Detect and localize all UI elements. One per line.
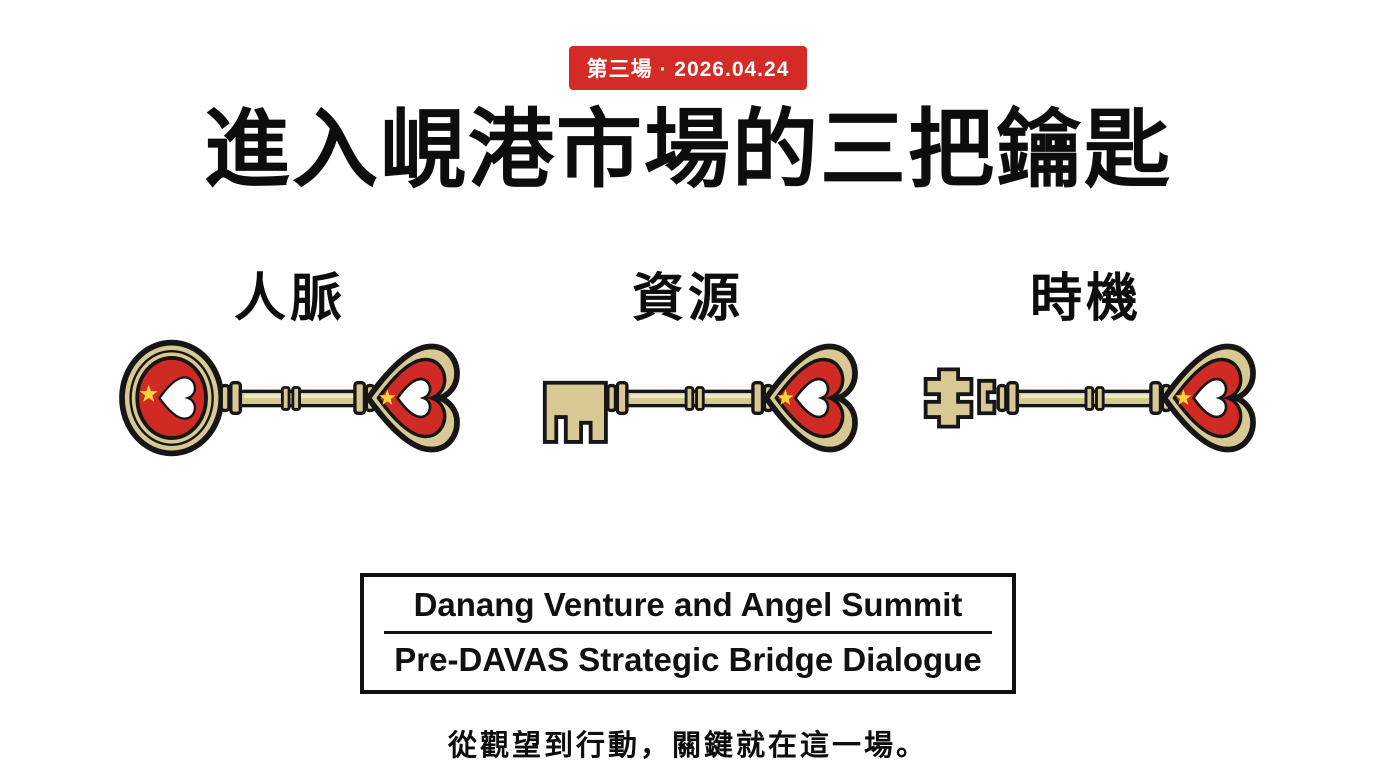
key-column-timing: 時機: [900, 256, 1272, 461]
key3-shaft: [996, 381, 1172, 416]
key-label-timing: 時機: [1029, 270, 1142, 329]
key-label-connections: 人脈: [233, 270, 346, 329]
session-date-badge: 第三場 · 2026.04.24: [568, 46, 808, 90]
summit-title-en: Danang Venture and Angel Summit: [384, 586, 992, 635]
key1-right-bow: [368, 347, 457, 450]
key3-bit: [923, 367, 997, 429]
key-icon-connections: [119, 340, 466, 457]
poster-title: 進入峴港市場的三把鑰匙: [204, 102, 1172, 198]
summit-box: Danang Venture and Angel Summit Pre-DAVA…: [360, 573, 1016, 695]
key2-bit: [542, 381, 608, 445]
key2-shaft: [606, 381, 774, 416]
keys-row: 人脈 資源: [0, 256, 1376, 461]
key-icon-resources: [542, 335, 864, 461]
key1-left-bow: [119, 340, 225, 457]
key-icon-timing: [923, 335, 1262, 461]
key3-right-bow: [1164, 347, 1253, 450]
key2-right-bow: [766, 347, 855, 450]
poster-tagline: 從觀望到行動，關鍵就在這一場。: [447, 730, 928, 763]
summit-subtitle-en: Pre-DAVAS Strategic Bridge Dialogue: [394, 641, 982, 679]
key-column-resources: 資源: [502, 256, 874, 461]
key-column-connections: 人脈: [104, 256, 476, 461]
key-label-resources: 資源: [631, 270, 744, 329]
badge-wrap: 第三場 · 2026.04.24: [0, 0, 1376, 90]
key1-shaft: [219, 381, 376, 416]
